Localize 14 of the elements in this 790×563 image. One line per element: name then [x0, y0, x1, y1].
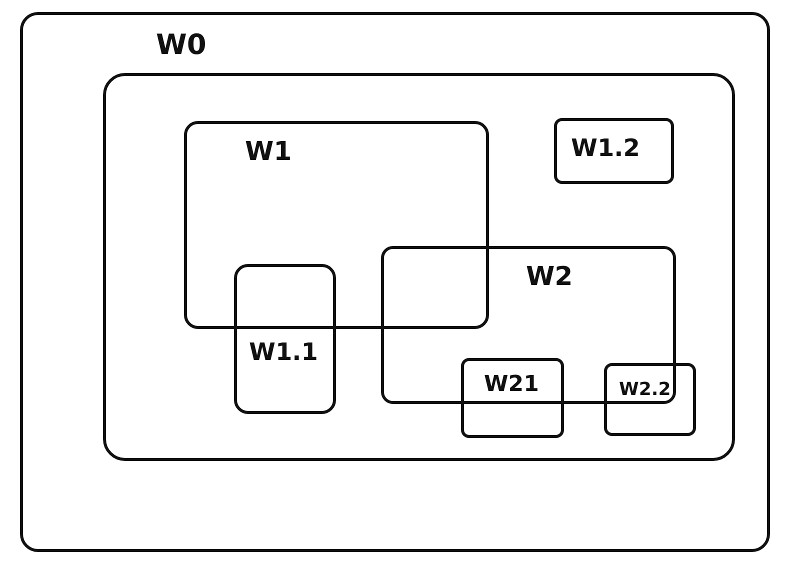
window-label: W1.1 — [249, 339, 318, 366]
window-box — [184, 121, 489, 329]
window-box — [604, 363, 696, 436]
window-box — [554, 118, 674, 184]
window-box — [381, 246, 676, 404]
window-label: W1.2 — [571, 135, 640, 162]
window-box — [234, 264, 336, 414]
window-box — [461, 358, 564, 438]
window-label: W1 — [245, 138, 292, 167]
frame-box — [20, 12, 770, 552]
window-label: W21 — [484, 373, 539, 398]
window-label: W0 — [156, 30, 206, 61]
window-label: W2 — [526, 263, 573, 292]
window-label: W2.2 — [619, 380, 671, 400]
